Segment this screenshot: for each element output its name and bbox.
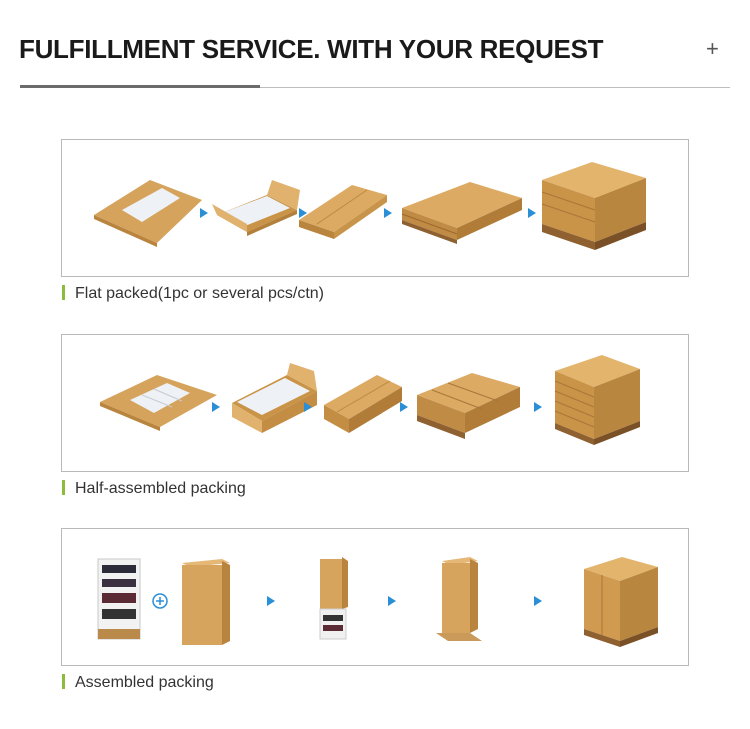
arrow-icon bbox=[299, 208, 307, 218]
loaded-pallet-illustration bbox=[554, 355, 640, 445]
arrow-icon bbox=[528, 208, 536, 218]
arrow-icon bbox=[267, 596, 275, 606]
boxed-stand-illustration bbox=[436, 557, 482, 641]
caption-accent-bar bbox=[62, 480, 65, 495]
flat-packed-diagram bbox=[61, 139, 689, 277]
pallet-stack-illustration bbox=[417, 373, 520, 439]
page-title: FULFILLMENT SERVICE. WITH YOUR REQUEST bbox=[19, 34, 604, 64]
header-divider-accent bbox=[20, 85, 260, 88]
flat-packed-caption: Flat packed(1pc or several pcs/ctn) bbox=[62, 285, 324, 303]
half-assembled-caption: Half-assembled packing bbox=[62, 480, 246, 498]
flat-sheet-illustration bbox=[94, 180, 202, 247]
pallet-stack-illustration bbox=[401, 182, 522, 244]
closed-box-illustration bbox=[299, 185, 387, 239]
plus-circle-icon bbox=[152, 593, 168, 609]
open-box-illustration bbox=[212, 180, 300, 236]
display-stand-illustration bbox=[97, 558, 141, 640]
arrow-icon bbox=[212, 402, 220, 412]
arrow-icon bbox=[304, 402, 312, 412]
arrow-icon bbox=[534, 596, 542, 606]
stand-in-carton-illustration bbox=[319, 557, 348, 640]
open-box-with-inserts-illustration bbox=[232, 363, 317, 433]
palletized-cartons-illustration bbox=[584, 557, 658, 647]
arrow-icon bbox=[534, 402, 542, 412]
header-divider bbox=[20, 87, 730, 88]
plus-icon[interactable]: + bbox=[706, 36, 719, 61]
caption-accent-bar bbox=[62, 674, 65, 689]
loaded-pallet-illustration bbox=[541, 162, 646, 250]
sheet-with-inserts-illustration bbox=[100, 375, 217, 431]
assembled-caption: Assembled packing bbox=[62, 674, 214, 692]
arrow-icon bbox=[200, 208, 208, 218]
half-assembled-diagram bbox=[61, 334, 689, 472]
closed-box-illustration bbox=[324, 375, 402, 433]
tall-carton-illustration bbox=[182, 559, 230, 645]
arrow-icon bbox=[400, 402, 408, 412]
arrow-icon bbox=[388, 596, 396, 606]
arrow-icon bbox=[384, 208, 392, 218]
caption-accent-bar bbox=[62, 285, 65, 300]
assembled-diagram bbox=[61, 528, 689, 666]
